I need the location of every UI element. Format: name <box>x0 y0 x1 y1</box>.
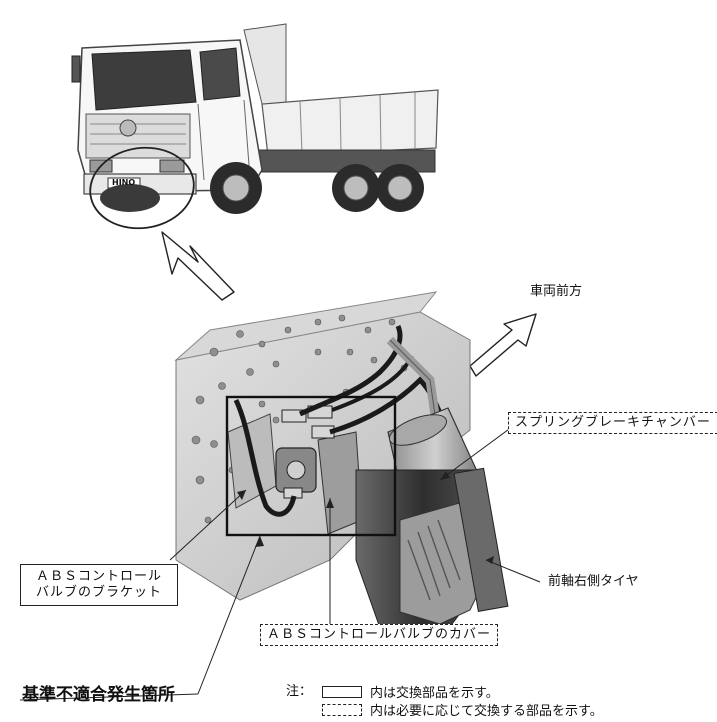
legend-solid-text: 内は交換部品を示す。 <box>370 682 499 701</box>
front-grille <box>86 114 190 158</box>
legend-solid-swatch <box>322 686 362 698</box>
legend-dashed-text: 内は必要に応じて交換する部品を示す。 <box>370 700 603 719</box>
legend-dashed-swatch <box>322 704 362 716</box>
label-nonconformity-location: 基準不適合発生箇所 <box>22 680 175 705</box>
windshield <box>92 50 196 110</box>
label-abs-bracket-line2: バルブのブラケット <box>29 585 169 601</box>
label-spring-brake-chamber: スプリングブレーキチャンバー <box>508 412 717 434</box>
front-wheel <box>210 162 262 214</box>
label-abs-bracket-line1: ＡＢＳコントロール <box>29 569 169 585</box>
side-window <box>200 48 240 100</box>
headlight-right <box>160 160 184 172</box>
rear-wheel-1 <box>332 164 380 212</box>
dump-body <box>262 90 438 156</box>
emblem <box>120 120 136 136</box>
legend-solid-row: 内は交換部品を示す。 <box>322 682 499 701</box>
legend-dashed-row: 内は必要に応じて交換する部品を示す。 <box>322 700 603 719</box>
label-abs-valve-cover: ＡＢＳコントロールバルブのカバー <box>260 624 498 646</box>
rear-wheel-2 <box>376 164 424 212</box>
label-front-right-tire: 前軸右側タイヤ <box>548 574 639 590</box>
detail-view <box>176 292 508 640</box>
vehicle-front-arrow <box>470 314 536 376</box>
zoom-callout-arrow <box>162 232 234 300</box>
side-mirror <box>72 56 80 82</box>
truck-badge-text: HINO <box>112 178 135 188</box>
label-abs-bracket: ＡＢＳコントロール バルブのブラケット <box>20 564 178 606</box>
legend-note-prefix: 注： <box>286 684 312 700</box>
label-vehicle-front: 車両前方 <box>530 284 582 300</box>
